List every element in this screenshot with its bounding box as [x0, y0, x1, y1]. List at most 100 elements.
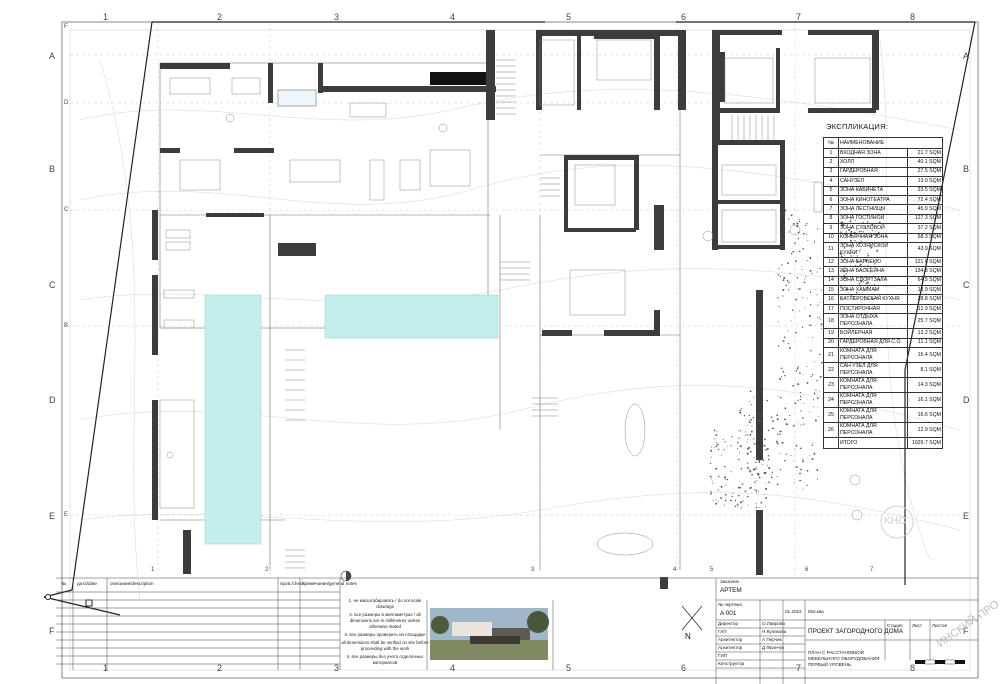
- room-area: 134.8 SQM: [907, 266, 943, 277]
- vegetation-dot: [782, 289, 785, 291]
- vegetation-dot: [808, 324, 811, 326]
- vegetation-dot: [784, 209, 787, 212]
- vegetation-dot: [803, 281, 806, 284]
- grid-row-label-right: E: [963, 511, 970, 521]
- vegetation-dot: [806, 223, 808, 225]
- vegetation-dot: [812, 336, 814, 338]
- axis-letter: B: [64, 323, 69, 329]
- room-area: 121.6 SQM: [907, 256, 943, 268]
- vegetation-dot: [746, 441, 748, 443]
- room-name: ЗОНА БАРБЕКЮ: [838, 256, 908, 268]
- vegetation-dot: [780, 376, 783, 378]
- row-number: 10: [823, 232, 839, 243]
- vegetation-dot: [798, 288, 801, 290]
- vegetation-dot: [767, 455, 770, 457]
- logo-text: КНС: [884, 515, 907, 527]
- vegetation-dot: [764, 506, 766, 508]
- room-name: КОМНАТА ДЛЯ ПЕРСОНАЛА: [838, 392, 908, 409]
- vegetation-dot: [792, 424, 795, 427]
- total-spacer: [823, 437, 839, 450]
- vegetation: [709, 209, 881, 510]
- vegetation-dot: [740, 407, 743, 409]
- vegetation-dot: [798, 250, 801, 253]
- vegetation-dot: [742, 500, 744, 502]
- axis-number: 1: [151, 567, 155, 573]
- vegetation-dot: [796, 222, 799, 225]
- vegetation-dot: [816, 379, 818, 382]
- grid-col-label-bottom: 3: [334, 663, 340, 673]
- vegetation-dot: [766, 447, 769, 450]
- grid-col-label-bottom: 5: [566, 663, 572, 673]
- vegetation-dot: [715, 434, 718, 436]
- vegetation-dot: [792, 250, 795, 253]
- vegetation-dot: [812, 442, 814, 444]
- vegetation-dot: [749, 486, 752, 489]
- vegetation-dot: [746, 424, 748, 426]
- axis-number: 3: [531, 567, 535, 573]
- vegetation-dot: [782, 371, 785, 373]
- vegetation-dot: [811, 458, 814, 461]
- vegetation-dot: [784, 459, 786, 462]
- row-number: 18: [823, 313, 839, 330]
- vegetation-dot: [799, 310, 801, 312]
- vegetation-dot: [715, 499, 717, 501]
- vegetation-dot: [746, 452, 749, 455]
- vegetation-dot: [800, 424, 802, 426]
- vegetation-dot: [793, 482, 795, 484]
- vegetation-dot: [771, 416, 773, 418]
- grid-col-label: 4: [450, 12, 456, 22]
- room-name: ЗОНА ЛЕСТНИЦЫ: [838, 204, 908, 215]
- vegetation-dot: [753, 468, 756, 471]
- vegetation-dot: [787, 330, 789, 332]
- vegetation-dot: [746, 434, 748, 436]
- vegetation-dot: [755, 506, 758, 509]
- vegetation-dot: [716, 442, 717, 444]
- vegetation-dot: [805, 276, 807, 278]
- room-name: ЗОНА ХОЗЯЙСКОЙ КУХНИ: [838, 241, 908, 258]
- row-number: 6: [823, 194, 839, 206]
- vegetation-dot: [820, 323, 823, 326]
- room-name: ЗОНА КИНОТЕАТРА: [838, 194, 908, 206]
- vegetation-dot: [803, 423, 805, 425]
- vegetation-dot: [777, 345, 780, 347]
- vegetation-dot: [778, 267, 780, 269]
- vegetation-dot: [746, 495, 749, 498]
- vegetation-dot: [814, 239, 815, 241]
- vegetation-dot: [819, 267, 821, 270]
- room-name: КОМНАТА ДЛЯ ПЕРСОНАЛА: [838, 377, 908, 394]
- note: 4. все размеры без учета отделочных мате…: [346, 654, 424, 665]
- vegetation-dot: [785, 418, 787, 420]
- vegetation-dot: [724, 499, 727, 502]
- vegetation-dot: [755, 491, 757, 493]
- date-value: 01.2022: [785, 609, 802, 614]
- vegetation-dot: [762, 389, 764, 391]
- vegetation-dot: [778, 306, 780, 308]
- vegetation-dot: [814, 361, 816, 363]
- vegetation-dot: [717, 448, 720, 451]
- vegetation-dot: [767, 429, 770, 432]
- total-label: ИТОГО: [838, 437, 908, 450]
- vegetation-dot: [724, 476, 727, 479]
- grid-row-label: F: [49, 626, 55, 636]
- row-number: 25: [823, 407, 839, 424]
- vegetation-dot: [785, 423, 788, 425]
- vegetation-dot: [749, 470, 752, 473]
- vegetation-dot: [725, 484, 726, 486]
- vegetation-dot: [815, 288, 817, 290]
- vegetation-dot: [738, 451, 740, 453]
- vegetation-dot: [806, 365, 808, 368]
- vegetation-dot: [730, 471, 732, 473]
- vegetation-dot: [710, 492, 712, 495]
- vegetation-dot: [815, 389, 817, 391]
- person: Д.Франчук: [762, 645, 785, 650]
- room-area: 43.9 SQM: [907, 241, 943, 258]
- grid-row-label-right: B: [963, 164, 970, 174]
- vegetation-dot: [710, 449, 713, 452]
- rev-no-header: №: [61, 581, 66, 586]
- vegetation-dot: [791, 320, 793, 322]
- row-number: 2: [823, 157, 839, 168]
